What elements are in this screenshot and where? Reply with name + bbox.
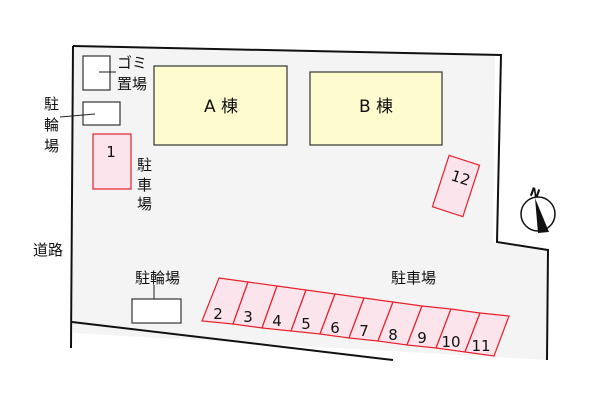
bike-parking-label-1: 駐 xyxy=(44,95,59,113)
site-boundary xyxy=(70,45,550,361)
car-parking-bottom-label: 駐車場 xyxy=(391,269,436,287)
building-b[interactable] xyxy=(309,71,443,146)
parking-space-number: 11 xyxy=(471,337,490,355)
building-b-label: B 棟 xyxy=(359,97,393,117)
bike-parking-bottom xyxy=(131,298,182,324)
bike-parking-bottom-label: 駐輪場 xyxy=(135,269,180,287)
car-parking-label-1: 駐 xyxy=(137,156,152,174)
parking-space-12[interactable]: 12 xyxy=(431,154,481,218)
bike-parking-label-3: 場 xyxy=(44,137,59,155)
parking-space-number: 9 xyxy=(417,329,427,347)
parking-space-number: 6 xyxy=(330,319,340,337)
bike-parking-label-2: 輪 xyxy=(44,116,59,134)
parking-space-number: 8 xyxy=(388,326,398,344)
parking-space-number: 10 xyxy=(441,333,460,351)
parking-space-number: 3 xyxy=(243,308,253,326)
car-parking-label-2: 車 xyxy=(137,176,152,194)
north-arrow-icon xyxy=(535,198,549,233)
car-parking-label-3: 場 xyxy=(137,195,152,213)
garbage-label-line2: 置場 xyxy=(117,75,147,93)
garbage-area xyxy=(82,55,111,91)
parking-space-number: 12 xyxy=(449,167,473,190)
garbage-label-line1: ゴミ xyxy=(117,54,147,72)
parking-space-number: 5 xyxy=(301,315,311,333)
parking-space-11[interactable]: 11 xyxy=(464,312,510,357)
parking-space-number: 2 xyxy=(213,305,223,323)
road-label: 道路 xyxy=(33,241,63,259)
bike-parking-top xyxy=(82,101,121,126)
parking-space-number: 4 xyxy=(272,312,282,330)
parking-space-1[interactable]: 1 xyxy=(92,133,132,190)
building-a-label: A 棟 xyxy=(204,97,238,117)
parking-row: 2 3 4 5 6 7 8 9 xyxy=(201,277,510,357)
parking-space-number: 7 xyxy=(359,322,369,340)
building-a[interactable] xyxy=(153,65,288,146)
bike-parking-leader-line xyxy=(59,113,96,118)
parking-space-number: 1 xyxy=(106,143,116,161)
compass: N xyxy=(520,185,556,233)
